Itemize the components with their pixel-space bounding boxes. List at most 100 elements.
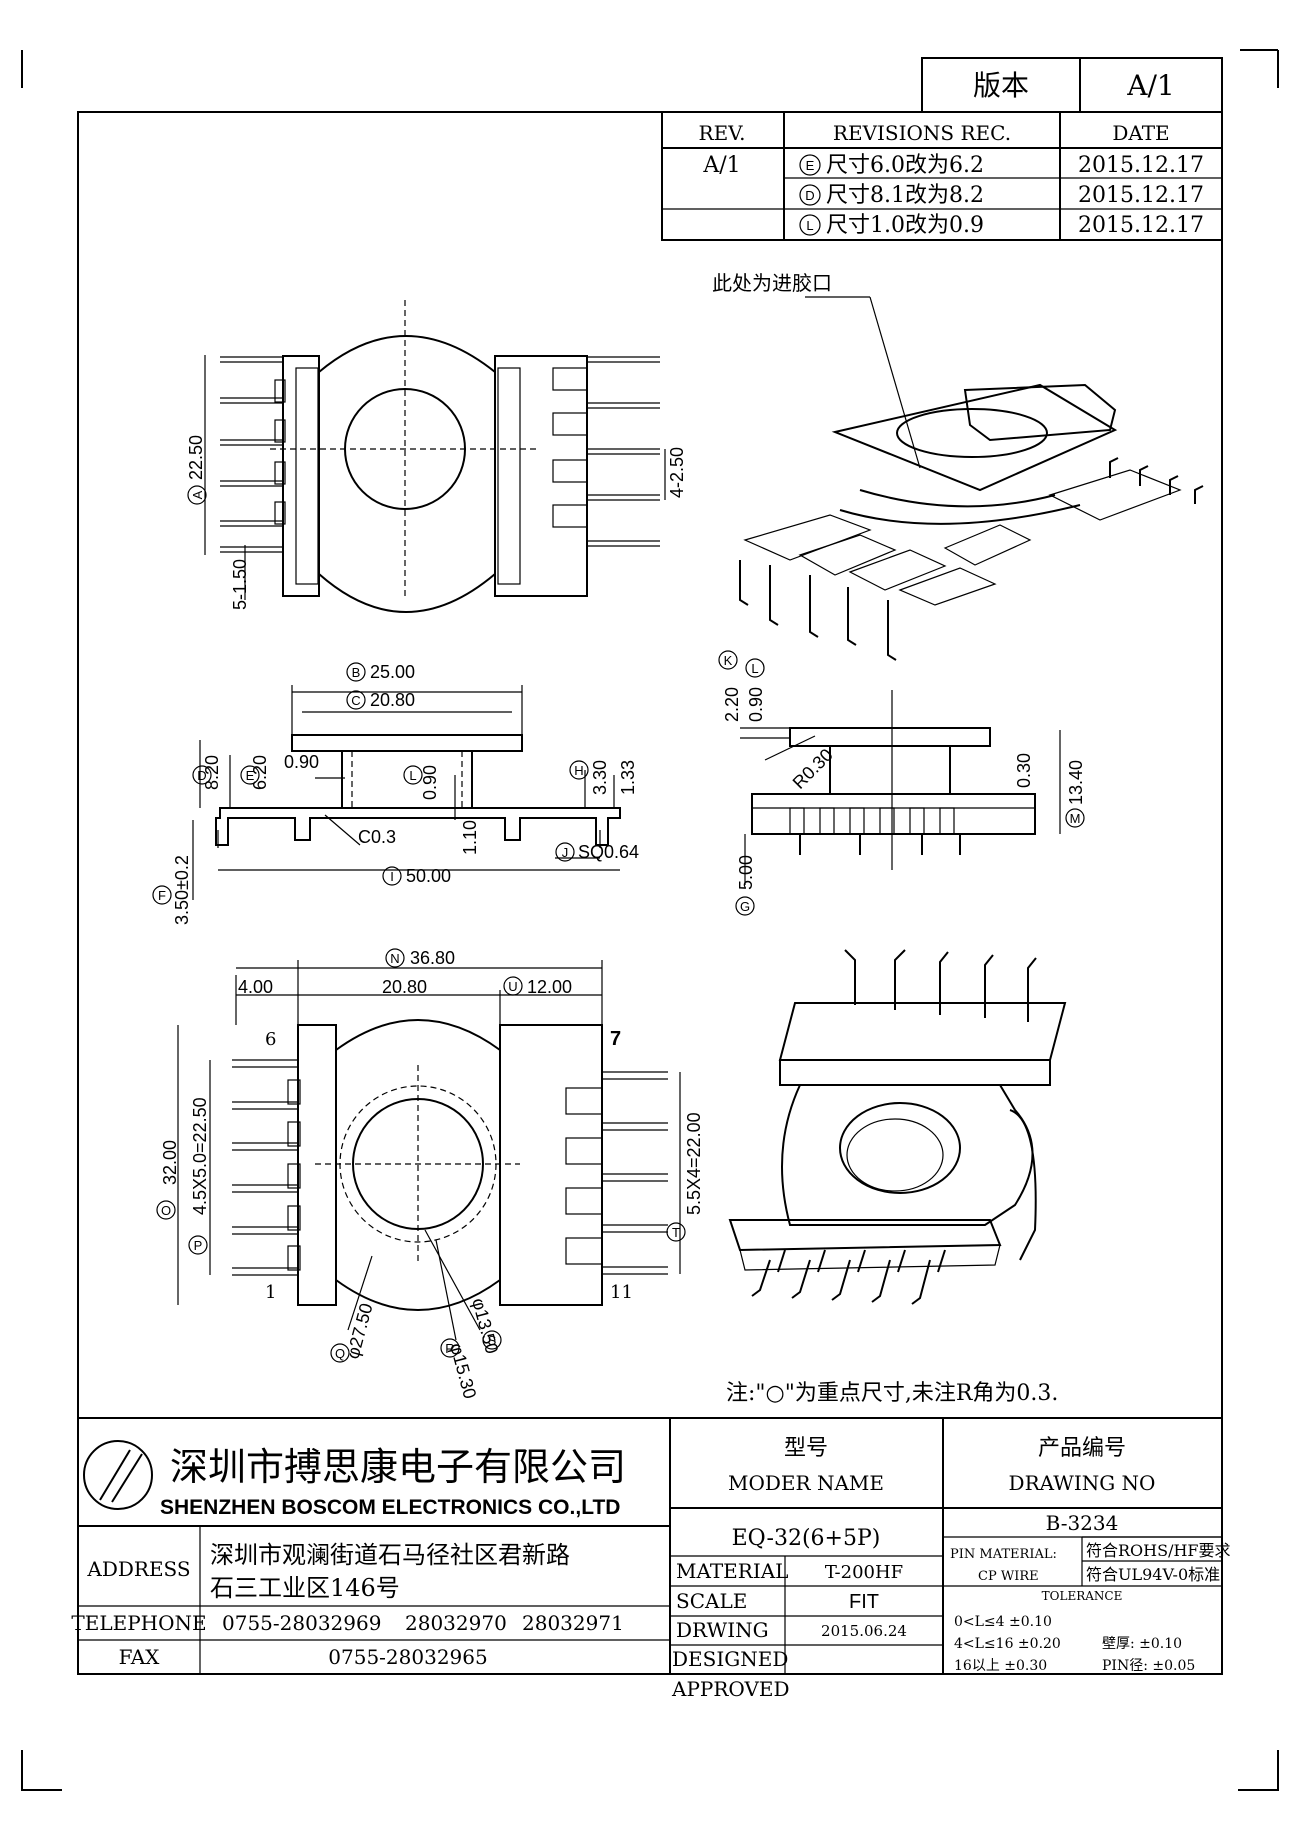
dim-i: 50.00 xyxy=(406,866,451,886)
side-dim-t: 0.30 xyxy=(1014,753,1034,788)
dim-marker-s: S xyxy=(488,1333,497,1348)
pin-11-label: 11 xyxy=(610,1282,633,1303)
dim-marker-g: G xyxy=(740,899,750,914)
dim-marker-r: R xyxy=(445,1341,454,1356)
rev-row-text: 尺寸1.0改为0.9 xyxy=(826,213,984,238)
rev-row-text: 尺寸8.1改为8.2 xyxy=(826,183,984,208)
drawing-label-en: DRAWING NO xyxy=(1009,1471,1156,1495)
version-box: 版本 A/1 xyxy=(921,57,1223,113)
tel-1: 0755-28032969 xyxy=(222,1611,381,1635)
telephone-label: TELEPHONE xyxy=(71,1611,206,1635)
model-value: EQ-32(6+5P) xyxy=(732,1526,881,1551)
dim-d: 8.20 xyxy=(202,755,222,790)
model-label-en: MODER NAME xyxy=(728,1471,884,1495)
tolerance-row-2: 4<L≤16 ±0.20 xyxy=(954,1636,1061,1652)
approved-label: APPROVED xyxy=(671,1677,790,1701)
company-name-en: SHENZHEN BOSCOM ELECTRONICS CO.,LTD xyxy=(160,1496,620,1519)
model-label-cn: 型号 xyxy=(784,1436,828,1461)
dim-left: 4.00 xyxy=(238,977,273,997)
tolerance-row-3: 16以上 ±0.30 xyxy=(954,1658,1047,1674)
dim-q: φ27.50 xyxy=(343,1301,377,1361)
tel-3: 28032971 xyxy=(522,1611,624,1635)
date-header: DATE xyxy=(1112,121,1169,145)
dim-marker-o: O xyxy=(161,1203,171,1218)
pin-material-label: PIN MATERIAL: xyxy=(950,1547,1057,1562)
side-dim-k: 2.20 xyxy=(722,687,742,722)
dim-h: 3.30 xyxy=(590,760,610,795)
fax-label: FAX xyxy=(119,1645,161,1669)
dim-f1: 1.10 xyxy=(460,820,480,855)
designed-label: DESIGNED xyxy=(672,1647,788,1671)
top-view: A 22.50 4-2.50 5-1.50 xyxy=(186,300,687,613)
drwing-label: DRWING xyxy=(676,1618,769,1642)
scale-label: SCALE xyxy=(676,1589,747,1613)
scale-value: FIT xyxy=(849,1591,879,1613)
isometric-bottom-view xyxy=(728,949,1067,1305)
pin-tolerance: PIN径: ±0.05 xyxy=(1102,1658,1195,1674)
rev-value: A/1 xyxy=(702,153,740,178)
dim-chamfer: C0.3 xyxy=(358,827,396,847)
pin-1-label: 1 xyxy=(265,1282,276,1303)
title-block: 深圳市搏思康电子有限公司 SHENZHEN BOSCOM ELECTRONICS… xyxy=(71,1417,1231,1701)
side-view: K L 2.20 0.90 R0.30 0.30 M 13.40 5.00 G xyxy=(718,650,1086,916)
tolerance-row-1: 0<L≤4 ±0.10 xyxy=(954,1614,1052,1630)
dim-marker-k: K xyxy=(724,653,733,668)
gate-note: 此处为进胶口 xyxy=(712,271,832,295)
corner-marks xyxy=(21,49,1279,1791)
dim-j: SQ0.64 xyxy=(578,842,639,862)
dim-marker-t: T xyxy=(672,1225,680,1240)
dim-a: 0.90 xyxy=(284,752,319,772)
dim-marker-j: J xyxy=(562,845,569,860)
company-logo xyxy=(83,1440,153,1510)
dim-marker-m: M xyxy=(1070,811,1081,826)
dim-c: 20.80 xyxy=(370,690,415,710)
rev-row-date: 2015.12.17 xyxy=(1078,153,1204,178)
rev-header: REV. xyxy=(699,121,746,145)
pin-6-label: 6 xyxy=(265,1029,276,1050)
dim-f: 3.50±0.2 xyxy=(172,855,192,925)
front-view: B 25.00 C 20.80 8.20 D 6.20 E 0.90 L 0.9… xyxy=(152,662,639,925)
bottom-view: N 36.80 4.00 20.80 U 12.00 32.00 O 4.5X5… xyxy=(156,948,704,1401)
rev-row-text: 尺寸6.0改为6.2 xyxy=(826,153,984,178)
side-dim-m: 13.40 xyxy=(1066,760,1086,805)
tolerance-label: TOLERANCE xyxy=(1042,1589,1123,1603)
dim-a-value: 22.50 xyxy=(186,435,206,480)
dim-t: 5.5X4=22.00 xyxy=(684,1112,704,1215)
dim-pin: 5-1.50 xyxy=(230,559,250,610)
dim-marker-f: F xyxy=(158,888,166,903)
dim-marker-l: L xyxy=(409,768,416,783)
dim-marker-q: Q xyxy=(335,1346,345,1361)
version-value: A/1 xyxy=(1126,69,1174,102)
drawing-label-cn: 产品编号 xyxy=(1038,1436,1126,1461)
side-dim-g: 5.00 xyxy=(736,855,756,890)
dim-mid: 20.80 xyxy=(382,977,427,997)
revisions-table: REV. REVISIONS REC. DATE A/1 E 尺寸6.0改为6.… xyxy=(661,111,1223,241)
dim-marker-b: B xyxy=(352,665,361,680)
general-note: 注:"○"为重点尺寸,未注R角为0.3. xyxy=(726,1381,1058,1406)
dim-marker-i: I xyxy=(390,869,394,884)
address-line-2: 石三工业区146号 xyxy=(210,1574,400,1602)
rohs-compliance: 符合ROHS/HF要求 xyxy=(1086,1541,1231,1560)
dim-e: 6.20 xyxy=(250,755,270,790)
pin-7-label: 7 xyxy=(610,1028,621,1050)
dim-marker-c: C xyxy=(351,693,360,708)
rec-header: REVISIONS REC. xyxy=(833,121,1011,145)
dim-u: 12.00 xyxy=(527,977,572,997)
frame-border xyxy=(77,111,1223,1675)
dim-marker-e: E xyxy=(246,768,255,783)
dim-p: 4.5X5.0=22.50 xyxy=(190,1097,210,1215)
dim-l: 0.90 xyxy=(420,765,440,800)
rev-mark-l: L xyxy=(806,218,813,233)
ul-compliance: 符合UL94V-0标准 xyxy=(1086,1565,1220,1584)
isometric-top-view: 此处为进胶口 xyxy=(712,271,1204,661)
dim-h2: 1.33 xyxy=(618,760,638,795)
dim-pitch: 4-2.50 xyxy=(667,447,687,498)
rev-mark-e: E xyxy=(806,158,815,173)
pin-material-value: CP WIRE xyxy=(978,1569,1039,1584)
tel-2: 28032970 xyxy=(405,1611,507,1635)
address-line-1: 深圳市观澜街道石马径社区君新路 xyxy=(210,1541,570,1569)
dim-marker-h: H xyxy=(574,763,583,778)
dim-marker-a: A xyxy=(190,490,205,499)
material-value: T-200HF xyxy=(825,1562,903,1583)
